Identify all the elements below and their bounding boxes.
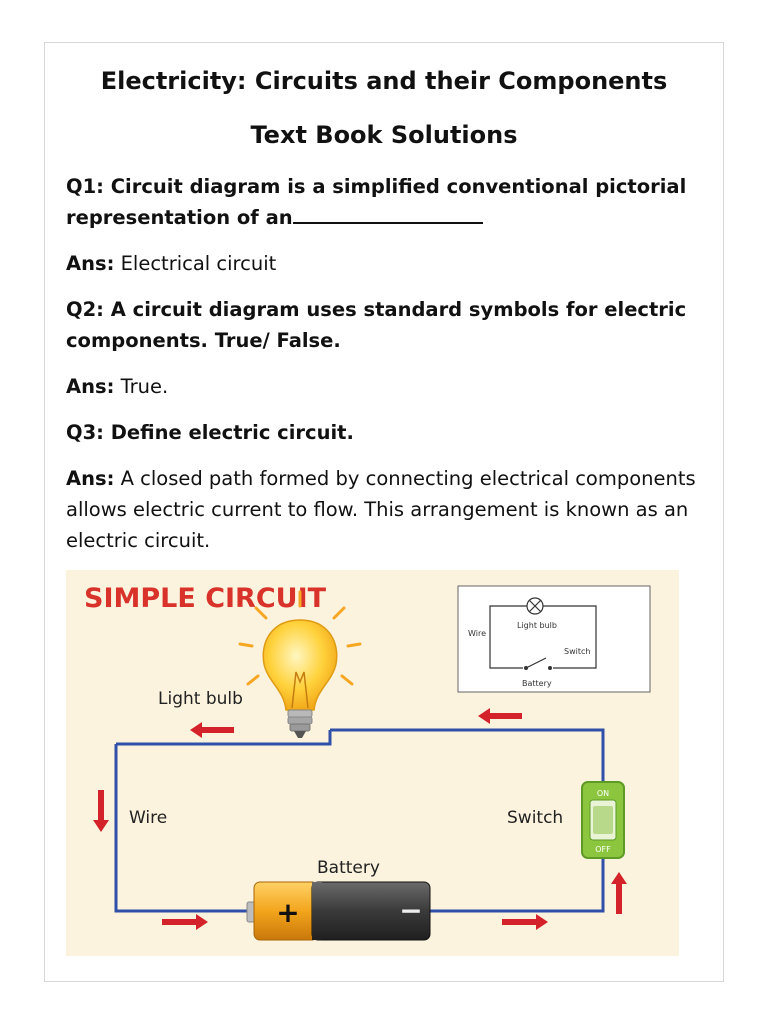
switch-off-label: OFF [595, 845, 611, 854]
fill-in-blank [292, 206, 483, 224]
switch-on-label: ON [597, 789, 609, 798]
question-1: Q1: Circuit diagram is a simplified conv… [66, 171, 706, 233]
question-label: Q2: [66, 298, 104, 321]
arrow-up-icon [611, 872, 627, 914]
switch-label: Switch [507, 808, 563, 828]
battery-minus-symbol: − [399, 894, 422, 927]
arrow-right-icon [502, 914, 548, 930]
question-text: Define electric circuit. [110, 421, 354, 444]
battery-icon: + − [246, 881, 431, 941]
current-arrows [93, 708, 627, 930]
answer-1: Ans: Electrical circuit [66, 248, 706, 279]
page-subtitle: Text Book Solutions [250, 121, 518, 149]
question-2: Q2: A circuit diagram uses standard symb… [66, 294, 706, 356]
question-label: Q3: [66, 421, 104, 444]
inset-schematic: Wire Light bulb Switch Battery [457, 585, 651, 693]
question-text: A circuit diagram uses standard symbols … [66, 298, 687, 352]
circuit-wire [114, 728, 605, 913]
light-bulb-icon [238, 590, 362, 738]
light-bulb-label: Light bulb [158, 689, 243, 709]
inset-switch-label: Switch [564, 647, 590, 656]
inset-light-bulb-label: Light bulb [517, 621, 557, 630]
switch-icon: ON OFF [581, 781, 625, 859]
question-3: Q3: Define electric circuit. [66, 417, 706, 448]
arrow-left-icon [190, 722, 234, 738]
battery-plus-symbol: + [276, 896, 299, 929]
question-text: Circuit diagram is a simplified conventi… [66, 175, 687, 229]
battery-label: Battery [317, 858, 380, 878]
answer-label: Ans: [66, 375, 115, 398]
inset-wire-label: Wire [468, 629, 486, 638]
answer-text: True. [120, 375, 169, 398]
wire-label: Wire [129, 808, 167, 828]
answer-label: Ans: [66, 467, 115, 490]
arrow-down-icon [93, 790, 109, 832]
circuit-illustration: SIMPLE CIRCUIT Wire Light bulb Switch Ba… [84, 583, 651, 941]
simple-circuit-figure: SIMPLE CIRCUIT Wire Light bulb Switch Ba… [66, 570, 679, 956]
arrow-right-icon [162, 914, 208, 930]
document-page: Electricity: Circuits and their Componen… [44, 42, 724, 982]
inset-battery-label: Battery [522, 679, 552, 688]
answer-3: Ans: A closed path formed by connecting … [66, 463, 706, 556]
answer-text: A closed path formed by connecting elect… [66, 467, 696, 552]
answer-2: Ans: True. [66, 371, 706, 402]
arrow-left-icon [478, 708, 522, 724]
answer-text: Electrical circuit [120, 252, 277, 275]
answer-label: Ans: [66, 252, 115, 275]
figure-title: SIMPLE CIRCUIT [84, 583, 327, 614]
page-title: Electricity: Circuits and their Componen… [100, 67, 668, 95]
question-label: Q1: [66, 175, 104, 198]
inset-switch-symbol [525, 657, 547, 669]
